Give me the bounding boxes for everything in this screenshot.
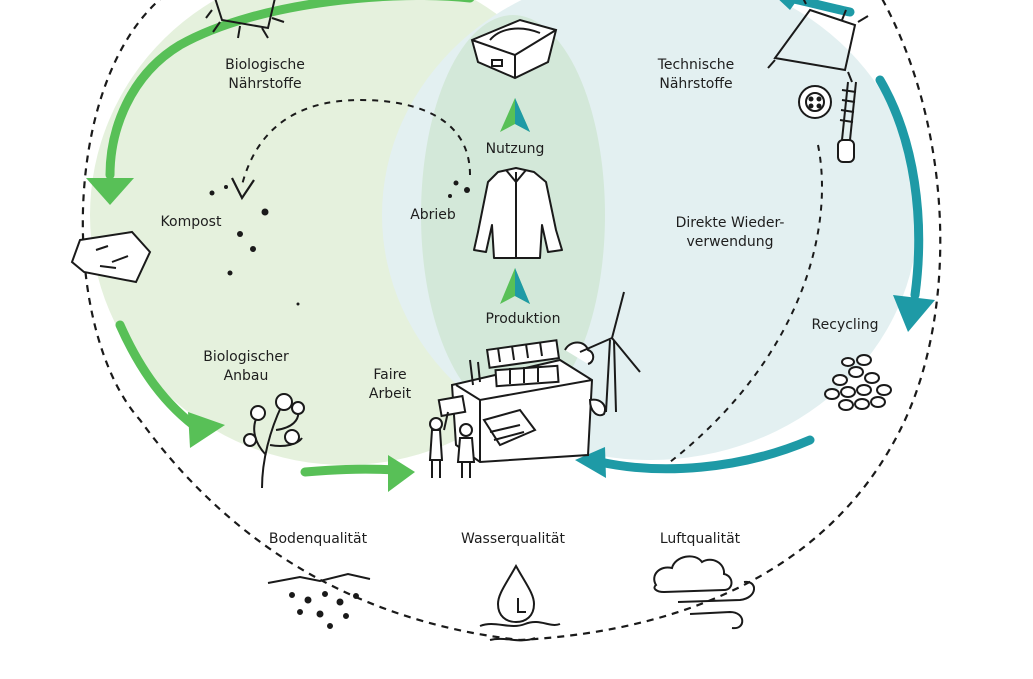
pellets-icon — [824, 354, 892, 411]
production-arrow — [500, 268, 530, 304]
direct-reuse-label: Direkte Wieder- verwendung — [675, 215, 785, 250]
compost-icon — [70, 230, 152, 284]
tech-arrowheads — [575, 0, 935, 478]
compost-label: Kompost — [160, 214, 222, 230]
tech-cycle-arrows — [595, 0, 924, 474]
production-label: Produktion — [485, 311, 561, 327]
cloud-wind-icon — [653, 555, 755, 630]
air-quality-label: Luftqualität — [659, 531, 741, 547]
compost-particles — [209, 180, 470, 306]
factory-icon — [450, 339, 606, 464]
bio-farming-label: Biologischer Anbau — [203, 349, 289, 384]
jacket-icon — [473, 167, 563, 259]
soil-quality-label: Bodenqualität — [268, 531, 368, 547]
zipper-icon — [837, 81, 857, 163]
recycling-label: Recycling — [811, 317, 879, 333]
fabric-icon — [767, 0, 869, 83]
bio-arrowheads — [86, 178, 415, 492]
water-drop-icon — [479, 563, 561, 642]
workers-icon — [428, 394, 476, 478]
wind-turbine-icon — [579, 291, 641, 413]
compost-loop-arrow — [241, 98, 471, 186]
cotton-plant-icon — [243, 393, 305, 489]
usage-label: Nutzung — [485, 141, 545, 157]
fabric-icon — [205, 0, 285, 39]
abrasion-label: Abrieb — [410, 207, 456, 223]
compost-loop-arrowhead — [231, 177, 255, 201]
water-quality-label: Wasserqualität — [461, 531, 565, 547]
direct-reuse-line — [669, 144, 823, 463]
box-icon — [470, 18, 558, 80]
usage-arrow — [500, 98, 530, 132]
bio-nutrients-label: Biologische Nährstoffe — [225, 57, 305, 92]
button-icon — [798, 85, 832, 119]
soil-icon — [267, 572, 371, 629]
tech-nutrients-label: Technische Nährstoffe — [657, 57, 735, 92]
fair-work-label: Faire Arbeit — [368, 367, 412, 402]
